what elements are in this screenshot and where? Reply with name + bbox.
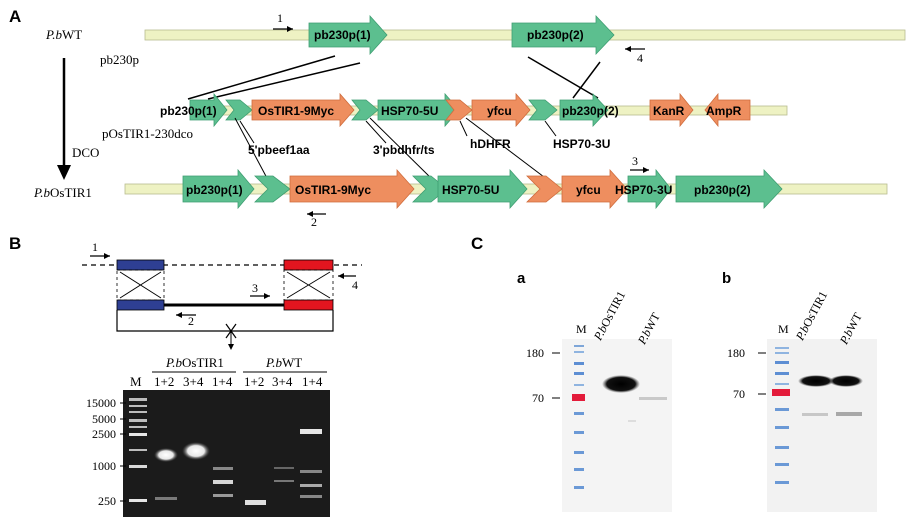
ostir1-feature-pb230p-2: pb230p(2) [694, 183, 751, 197]
ostir1-feature-hsp70-3u: HSP70-3U [615, 183, 673, 197]
plasmid-feature-kanr: KanR [653, 104, 685, 118]
label-hsp70-3u: HSP70-3U [553, 137, 611, 151]
gel-marker-label: M [130, 374, 142, 389]
blot-b-marker: M [778, 322, 789, 336]
plasmid-feature-hsp70-5u: HSP70-5U [381, 104, 439, 118]
b-primer-1-label: 1 [92, 240, 98, 254]
wt-pb230p-2-arrow [511, 14, 615, 56]
label-hdhfr: hDHFR [470, 137, 511, 151]
blot-b-label: b [722, 270, 732, 287]
blot-a-mw-180: 180 [526, 346, 544, 360]
blot-b-mw-180: 180 [727, 346, 745, 360]
plasmid-feature-ampr: AmpR [706, 104, 742, 118]
panel-label-c: C [471, 234, 484, 253]
wt-feature-pb230p-2: pb230p(2) [527, 28, 584, 42]
western-blot-b [767, 339, 877, 512]
ostir1-feature-ostir1: OsTIR1-9Myc [295, 183, 372, 197]
ostir1-feature-pb230p-1: pb230p(1) [186, 183, 243, 197]
gel-lane-2: 3+4 [183, 374, 204, 389]
primer-3-label: 3 [632, 154, 638, 168]
gel-lane-5: 3+4 [272, 374, 293, 389]
plasmid-pb230p-label: pb230p [100, 52, 139, 67]
ladder-250: 250 [98, 494, 116, 508]
wt-pb230p-1-arrow [308, 14, 388, 56]
panel-label-a: A [9, 7, 22, 26]
ladder-15000: 15000 [86, 396, 116, 410]
gel-lane-4: 1+2 [244, 374, 265, 389]
gel-group-wt: P.bWT [266, 355, 303, 370]
gel-group-ostir1: P.bOsTIR1 [166, 355, 224, 370]
panel-label-b: B [9, 234, 22, 253]
plasmid-feature-pb230p-1: pb230p(1) [160, 104, 217, 118]
gel-lane-6: 1+4 [302, 374, 323, 389]
gel-lane-3: 1+4 [212, 374, 233, 389]
wt-feature-pb230p-1: pb230p(1) [314, 28, 371, 42]
ladder-2500: 2500 [92, 427, 116, 441]
dco-label: DCO [72, 145, 100, 160]
label-3-pbdhfr-ts: 3'pbdhfr/ts [373, 143, 435, 157]
primer-2-label: 2 [311, 215, 317, 229]
dco-arrow [57, 165, 71, 180]
blot-a-label: a [517, 270, 526, 287]
plasmid-construct-label: pOsTIR1-230dco [102, 126, 193, 141]
b-primer-2-label: 2 [188, 314, 194, 328]
primer-1-label: 1 [277, 11, 283, 25]
plasmid-feature-ostir1: OsTIR1-9Myc [258, 104, 335, 118]
western-blot-a [562, 339, 672, 512]
plasmid-feature-pb230p-2: pb230p(2) [562, 104, 619, 118]
b-primer-4-label: 4 [352, 278, 358, 292]
plasmid-feature-yfcu: yfcu [487, 104, 512, 118]
ostir1-feature-hsp70-5u: HSP70-5U [442, 183, 500, 197]
label-5-pbeef1aa: 5'pbeef1aa [248, 143, 310, 157]
blot-a-mw-70: 70 [532, 391, 544, 405]
blot-b-mw-70: 70 [733, 387, 745, 401]
ladder-5000: 5000 [92, 412, 116, 426]
primer-4-label: 4 [637, 51, 643, 65]
ostir1-feature-yfcu: yfcu [576, 183, 601, 197]
strain-ostir1-label: P.bOsTIR1 [34, 185, 92, 200]
strain-wt-label: P.bWT [46, 27, 83, 42]
agarose-gel [123, 390, 330, 517]
blot-a-marker: M [576, 322, 587, 336]
ladder-1000: 1000 [92, 459, 116, 473]
gel-lane-1: 1+2 [154, 374, 175, 389]
b-primer-3-label: 3 [252, 281, 258, 295]
